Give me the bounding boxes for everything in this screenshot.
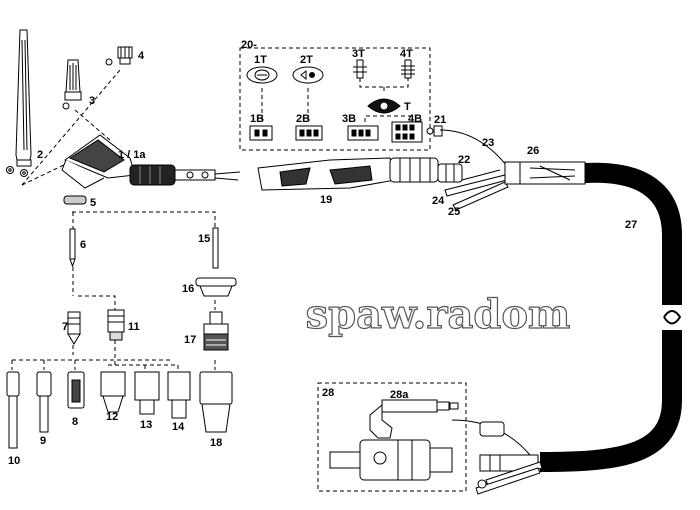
label-part-17: 17: [184, 334, 196, 346]
label-part-24: 24: [432, 195, 445, 207]
label-switch-2t: 2T: [300, 54, 313, 66]
part-17-lens-body: [203, 311, 229, 351]
part-14-nozzle: [167, 371, 191, 419]
part-21-screw: [426, 125, 443, 137]
part-22-24-25-hoses: [437, 163, 509, 211]
part-19-handle: [257, 157, 439, 191]
label-part-14: 14: [172, 421, 185, 433]
label-part-21: 21: [434, 114, 446, 126]
label-switch-2b: 2B: [296, 113, 310, 125]
switch-2t: [292, 66, 324, 84]
switch-boards: [249, 121, 423, 143]
part-26-cable-sleeve: [504, 161, 586, 185]
label-part-23: 23: [482, 137, 494, 149]
part-10-nozzle: [6, 371, 20, 449]
label-part-8: 8: [72, 416, 78, 428]
label-part-1: 1 / 1a: [118, 149, 146, 161]
label-part-9: 9: [40, 435, 46, 447]
label-part-6: 6: [80, 239, 86, 251]
part-9-nozzle: [36, 371, 52, 433]
part-4-screw-cap: [105, 46, 133, 66]
part-28-connector: [329, 399, 459, 481]
label-part-7: 7: [62, 321, 68, 333]
label-switch-1b: 1B: [250, 113, 264, 125]
part-15-rod: [212, 227, 219, 269]
label-part-25: 25: [448, 206, 460, 218]
label-part-28: 28: [322, 387, 334, 399]
label-switch-3t: 3T: [352, 48, 365, 60]
label-part-18: 18: [210, 437, 222, 449]
part-1-torch-body: [61, 134, 241, 189]
label-part-16: 16: [182, 283, 194, 295]
switch-4t: [401, 59, 415, 79]
label-part-26: 26: [527, 145, 539, 157]
switch-t: [367, 98, 401, 114]
part-23-wire: [439, 129, 511, 171]
label-part-28a: 28a: [390, 389, 409, 401]
part-12-nozzle: [100, 371, 126, 413]
cable-end-fittings: [451, 419, 543, 495]
part-27-cable: [539, 162, 682, 472]
switch-1t: [246, 66, 278, 84]
switch-3t: [353, 59, 367, 79]
label-switch-4b: 4B: [408, 113, 422, 125]
label-part-12: 12: [106, 411, 118, 423]
label-part-10: 10: [8, 455, 20, 467]
label-part-19: 19: [320, 194, 332, 206]
label-part-4: 4: [138, 50, 145, 62]
part-18-large-nozzle: [199, 371, 233, 433]
label-part-3: 3: [89, 95, 95, 107]
part-6-electrode: [69, 228, 76, 268]
part-16-ring: [195, 277, 237, 297]
label-switch-t: T: [404, 101, 411, 113]
part-2-back-cap: [6, 29, 32, 177]
part-13-nozzle: [134, 371, 160, 415]
label-part-13: 13: [140, 419, 152, 431]
label-part-15: 15: [198, 233, 210, 245]
part-labels: 1 / 1a 2 3 4 5 6 7 8 9 10 11 12 13 14 15…: [8, 39, 637, 467]
part-5-heat-shield: [63, 195, 87, 205]
leader-lines: [11, 47, 467, 492]
label-part-22: 22: [458, 154, 470, 166]
label-part-20: 20-: [241, 39, 257, 51]
part-7-collet-body: [67, 311, 81, 345]
part-11-gas-lens: [107, 309, 125, 341]
label-part-2: 2: [37, 149, 43, 161]
label-switch-4t: 4T: [400, 48, 413, 60]
label-part-27: 27: [625, 219, 637, 231]
label-part-11: 11: [128, 321, 140, 333]
watermark: spaw.radom: [306, 291, 571, 338]
part-3-short-cap: [62, 59, 82, 110]
label-part-5: 5: [90, 197, 96, 209]
label-switch-1t: 1T: [254, 54, 267, 66]
label-switch-3b: 3B: [342, 113, 356, 125]
switch-labels: 1T 2T 3T 4T T 1B 2B 3B 4B: [250, 48, 422, 125]
part-8-nozzle: [67, 371, 85, 409]
